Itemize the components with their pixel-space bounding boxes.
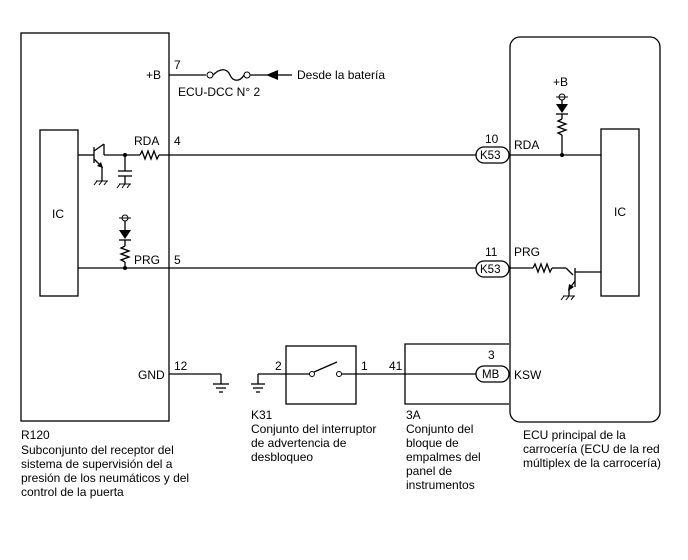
switch-contact	[313, 361, 338, 373]
right-ksw-label: KSW	[514, 368, 542, 382]
fuse-symbol	[212, 69, 245, 81]
battery-source-label: Desde la batería	[297, 68, 385, 82]
pin-12-number: 12	[174, 359, 188, 373]
rda-line: RDA 4 K53 10 RDA	[78, 132, 601, 189]
connector-mb	[475, 365, 510, 383]
left-ic-box	[39, 129, 79, 297]
left-rda-label: RDA	[134, 134, 159, 148]
connector-k53-rda-label: K53	[480, 150, 500, 162]
left-unit-code: R120	[21, 428, 50, 442]
left-ic-label: IC	[52, 207, 64, 221]
left-prg-pullup	[119, 214, 131, 270]
junction-pin-41: 41	[389, 359, 403, 373]
pin-7-number: 7	[174, 58, 181, 72]
switch-pin-2: 2	[275, 359, 282, 373]
left-gnd-label: GND	[138, 368, 165, 382]
pin-7-line: +B 7 Desde la batería ECU-DCC N° 2	[146, 58, 385, 99]
battery-arrow	[266, 70, 278, 80]
right-ic-box	[600, 128, 640, 297]
connector-mb-label: MB	[482, 369, 500, 381]
right-prg-label: PRG	[514, 245, 540, 259]
switch-pin-1: 1	[361, 359, 368, 373]
pin-5-number: 5	[174, 253, 181, 267]
right-diode	[556, 104, 568, 113]
right-pullup-resistor	[556, 118, 568, 136]
right-ic-label: IC	[614, 205, 626, 219]
pin-10-number: 10	[485, 132, 499, 146]
pin-7-label: +B	[146, 68, 161, 82]
switch-code: K31	[251, 408, 273, 422]
prg-line: PRG 5 K53 11 PRG	[78, 245, 601, 301]
right-rda-label: RDA	[514, 138, 539, 152]
left-unit-box	[20, 32, 170, 422]
connector-k53-prg	[475, 260, 510, 278]
junction-box	[404, 343, 509, 405]
left-rda-resistor	[139, 149, 160, 161]
right-prg-resistor	[532, 262, 553, 274]
switch-box	[285, 345, 357, 405]
connector-k53-prg-label: K53	[480, 264, 500, 276]
pin-11-number: 11	[485, 245, 498, 259]
right-unit-box	[509, 36, 661, 423]
right-pullup: +B	[553, 75, 568, 155]
pin-4-number: 4	[174, 134, 181, 148]
gnd-line: GND 12	[138, 359, 229, 393]
pin-3-number: 3	[488, 348, 495, 362]
left-diode	[119, 230, 131, 239]
fuse-label: ECU-DCC N° 2	[178, 85, 260, 99]
right-supply-label: +B	[553, 75, 568, 89]
junction-code: 3A	[406, 408, 421, 422]
left-prg-label: PRG	[134, 253, 160, 267]
left-prg-resistor	[119, 245, 131, 263]
